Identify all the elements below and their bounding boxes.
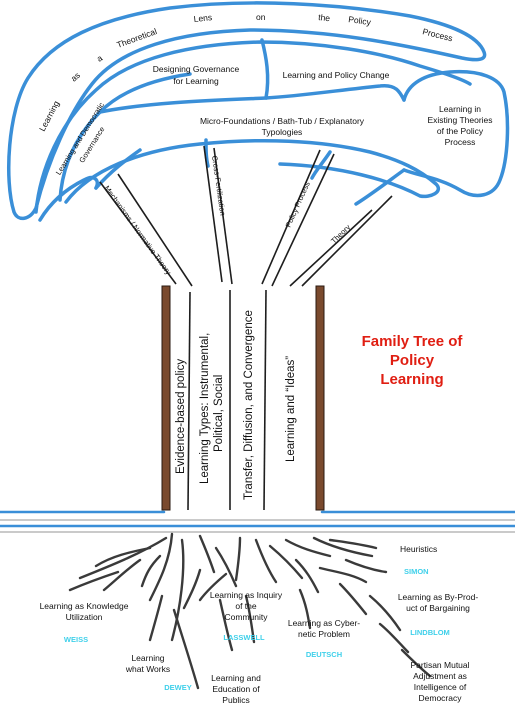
name-lasswell: LASSWELL	[223, 633, 265, 642]
title-line3: Learning	[380, 371, 443, 388]
root-heuristics: Heuristics	[400, 544, 437, 554]
existing-theories-line2: Existing Theories	[427, 115, 492, 125]
roots	[68, 532, 432, 690]
crown-outlines	[6, 1, 510, 222]
root-cybernetic-line2: netic Problem	[298, 629, 350, 639]
name-weiss: WEISS	[64, 635, 88, 644]
arc-word-5: Lens	[193, 12, 212, 24]
existing-theories-line1: Learning in	[439, 104, 481, 114]
existing-theories-line4: Process	[445, 137, 476, 147]
title-line2: Policy	[390, 352, 435, 369]
title-line1: Family Tree of	[362, 333, 464, 350]
micro-foundations-line1: Micro-Foundations / Bath-Tub / Explanato…	[200, 116, 365, 126]
branches: Mechanisms / Normative Theory Cross-Fert…	[99, 145, 393, 287]
diagram-title: Family Tree of Policy Learning	[362, 333, 464, 388]
branch-label-theory: Theory	[329, 223, 352, 246]
root-knowledge-line2: Utilization	[66, 612, 103, 622]
crown-labels: Designing Governance for Learning Learni…	[54, 64, 493, 177]
root-byproduct-line1: Learning as By-Prod-	[398, 592, 478, 602]
trunk: Evidence-based policy Learning Types: In…	[161, 285, 325, 511]
root-byproduct-line2: uct of Bargaining	[406, 603, 470, 613]
root-education-line2: Education of	[212, 684, 260, 694]
micro-foundations-line2: Typologies	[262, 127, 303, 137]
root-cybernetic-line1: Learning as Cyber-	[288, 618, 360, 628]
trunk-learning-ideas: Learning and “Ideas”	[285, 356, 297, 462]
arc-word-9: Process	[422, 26, 454, 43]
arc-word-3: a	[95, 53, 104, 64]
root-inquiry-line3: Community	[225, 612, 269, 622]
trunk-learning-types-line1: Learning Types: Instrumental,	[199, 333, 211, 484]
ground-lines	[0, 510, 515, 533]
name-deutsch: DEUTSCH	[306, 650, 342, 659]
trunk-transfer-diffusion: Transfer, Diffusion, and Convergence	[243, 310, 255, 500]
arc-word-8: Policy	[348, 14, 373, 27]
name-lindblom: LINDBLOM	[410, 628, 450, 637]
designing-governance-line2: for Learning	[173, 76, 219, 86]
designing-governance-line1: Designing Governance	[153, 64, 240, 74]
branch-label-policy-process: Policy Process	[284, 180, 312, 229]
root-inquiry-line2: of the	[235, 601, 257, 611]
root-labels: Heuristics SIMON Learning as Knowledge U…	[40, 544, 479, 705]
root-partisan-line2: Adjustment as	[413, 671, 467, 681]
root-works-line2: what Works	[125, 664, 170, 674]
name-dewey: DEWEY	[164, 683, 192, 692]
root-education-line1: Learning and	[211, 673, 261, 683]
policy-change-label: Learning and Policy Change	[283, 70, 390, 80]
root-partisan-line4: Democracy	[419, 693, 463, 703]
trunk-bark-right	[315, 285, 325, 511]
trunk-learning-types-line2: Political, Social	[213, 375, 225, 452]
arc-word-2: as	[69, 70, 82, 83]
existing-theories-line3: of the Policy	[437, 126, 484, 136]
branch-label-mechanisms: Mechanisms / Normative Theory	[102, 184, 173, 277]
root-inquiry-line1: Learning as Inquiry	[210, 590, 283, 600]
name-simon: SIMON	[404, 567, 429, 576]
arc-word-1: Learning	[37, 99, 61, 133]
root-knowledge-line1: Learning as Knowledge	[40, 601, 129, 611]
root-education-line3: Publics	[222, 695, 249, 705]
root-works-line1: Learning	[131, 653, 164, 663]
trunk-evidence-based-policy: Evidence-based policy	[175, 359, 187, 474]
root-partisan-line3: Intelligence of	[414, 682, 467, 692]
trunk-bark-left	[161, 285, 171, 511]
arc-word-7: the	[318, 12, 331, 23]
arc-word-6: on	[256, 12, 266, 22]
root-partisan-line1: Partisan Mutual	[410, 660, 469, 670]
